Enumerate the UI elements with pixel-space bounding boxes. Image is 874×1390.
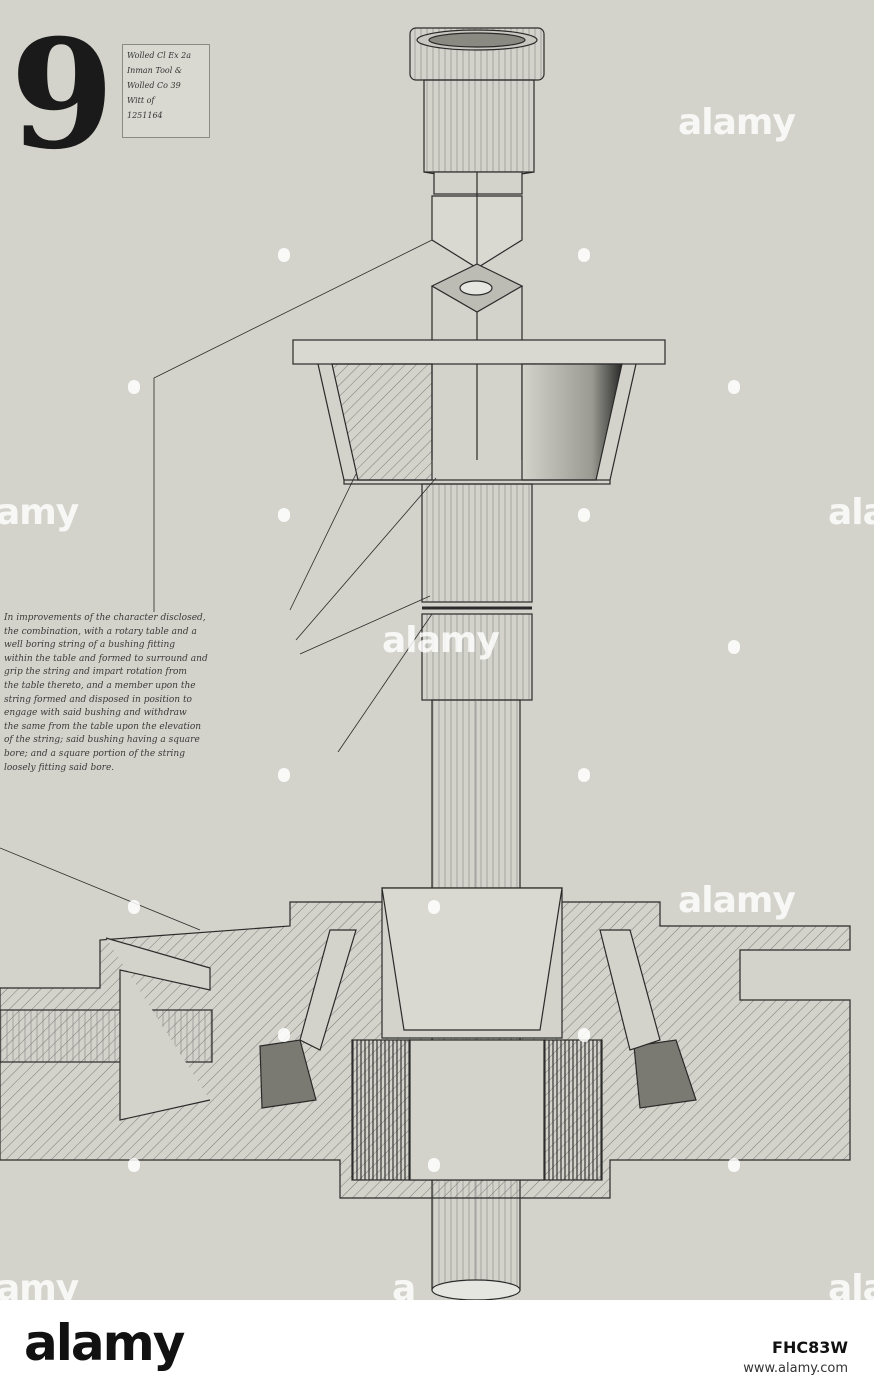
watermark-edge: amy [0, 1268, 79, 1300]
watermark-dot [428, 1158, 440, 1172]
claim-line: In improvements of the character disclos… [4, 613, 206, 623]
kelly-collar [421, 483, 533, 701]
watermark: alamy [678, 880, 796, 921]
label-card-line: Wolled Co 39 [127, 81, 181, 90]
watermark-dot [278, 248, 290, 262]
watermark-edge: amy [0, 492, 79, 533]
footer-logo: alamy [24, 1314, 185, 1372]
patent-drawing-plate: 9 Wolled Cl Ex 2a Inman Tool & Wolled Co… [0, 0, 874, 1300]
footer-url[interactable]: www.alamy.com [743, 1361, 848, 1376]
watermark-edge: ala [828, 492, 874, 533]
claim-line: bore; and a square portion of the string [4, 748, 185, 759]
claim-line: within the table and formed to surround … [4, 653, 208, 664]
footer-info: FHC83W www.alamy.com [743, 1338, 848, 1376]
rotary-table-drill-drawing [0, 27, 851, 1300]
watermark-dot [578, 768, 590, 782]
watermark-dot [128, 900, 140, 914]
claim-line: the same from the table upon the elevati… [4, 721, 202, 732]
footer-image-id: FHC83W [772, 1338, 848, 1357]
watermark-dot [278, 1028, 290, 1042]
claim-line: engage with said bushing and withdraw [4, 708, 187, 719]
claim-line: well boring string of a bushing fitting [4, 640, 176, 651]
label-card-line: Witt of [127, 96, 155, 105]
watermark-edge: ala [828, 1268, 874, 1300]
claim-line: loosely fitting said bore. [4, 762, 115, 773]
watermark-dot [578, 248, 590, 262]
claim-line: grip the string and impart rotation from [4, 667, 187, 678]
watermark-dot [578, 1028, 590, 1042]
stock-photo-footer: alamy FHC83W www.alamy.com [0, 1300, 874, 1390]
label-card-line: Inman Tool & [127, 66, 182, 75]
top-coupling [409, 27, 545, 196]
kelly-upper-square [431, 195, 523, 269]
label-card-line: Wolled Cl Ex 2a [127, 51, 191, 60]
plate-number: 9 [10, 7, 114, 183]
watermark: alamy [382, 620, 500, 661]
leader-lines [0, 239, 437, 931]
claim-line: of the string; said bushing having a squ… [4, 735, 200, 746]
watermark-dot [278, 768, 290, 782]
claim-line: the combination, with a rotary table and… [4, 626, 197, 637]
watermark-dot [128, 380, 140, 394]
watermark-dot [428, 900, 440, 914]
watermark-dot [578, 508, 590, 522]
watermark-dot [128, 1158, 140, 1172]
watermark-dot [728, 1158, 740, 1172]
watermark-edge: a [392, 1268, 416, 1300]
rotary-table [0, 887, 851, 1199]
claim-line: the table thereto, and a member upon the [4, 680, 196, 691]
label-card-line: 1251164 [127, 111, 163, 120]
claim-line: string formed and disposed in position t… [4, 694, 192, 705]
square-bushing [292, 339, 666, 485]
watermark: alamy [678, 102, 796, 143]
watermark-dot [728, 380, 740, 394]
patent-claim-text: In improvements of the character disclos… [4, 612, 314, 775]
watermark-dot [728, 640, 740, 654]
watermark-dot [278, 508, 290, 522]
exhibit-label-card: Wolled Cl Ex 2a Inman Tool & Wolled Co 3… [122, 44, 210, 138]
